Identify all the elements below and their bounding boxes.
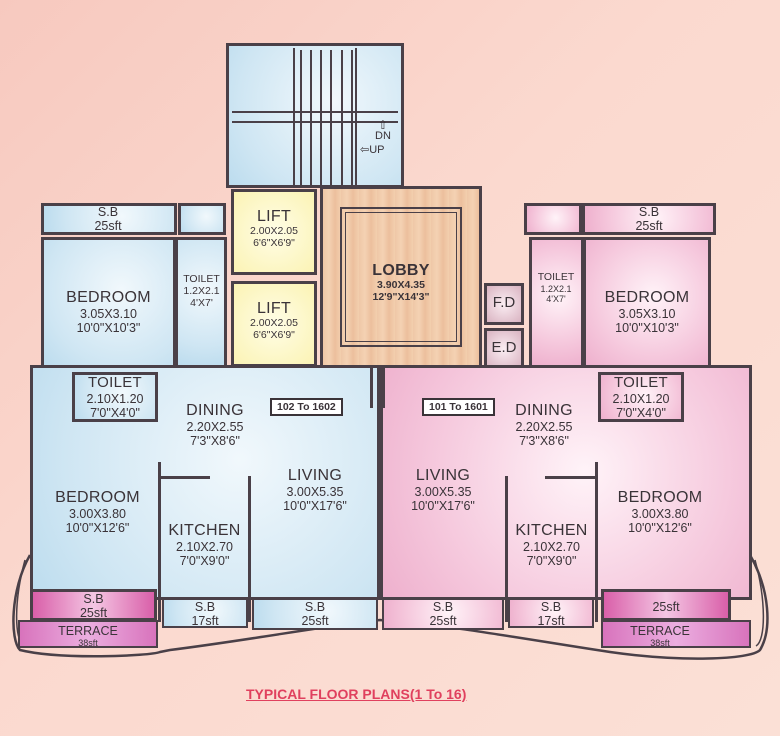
left-living-label: LIVING 3.00X5.35 10'0"X17'6" bbox=[283, 467, 347, 513]
lift-1 bbox=[231, 189, 317, 275]
left-bedroom-2-label: BEDROOM 3.00X3.80 10'0"X12'6" bbox=[55, 489, 140, 535]
left-sb-living bbox=[252, 598, 378, 630]
stair-divider bbox=[293, 48, 295, 186]
stair-landing-wall bbox=[232, 111, 398, 113]
left-kitchen-top-wall bbox=[158, 476, 210, 479]
right-toilet bbox=[598, 372, 684, 422]
stair-step bbox=[351, 50, 353, 188]
right-bedroom-1-label: BEDROOM 3.05X3.10 10'0"X10'3" bbox=[604, 289, 690, 335]
fire-duct-label: F.D bbox=[492, 294, 516, 311]
right-kitchen-top-wall bbox=[545, 476, 597, 479]
right-entrance-door bbox=[382, 368, 385, 408]
right-bedroom-2-wall bbox=[595, 462, 598, 622]
right-sb-bedroom-label: 25sft bbox=[652, 600, 680, 614]
right-bedroom-1 bbox=[583, 237, 711, 368]
right-sb-living-label: S.B 25sft bbox=[429, 600, 457, 628]
left-toilet bbox=[72, 372, 158, 422]
left-terrace bbox=[18, 620, 158, 648]
right-kitchen-left-wall bbox=[505, 476, 508, 622]
left-sb-bedroom bbox=[30, 589, 157, 621]
stair-step bbox=[330, 50, 332, 188]
left-entrance-door bbox=[370, 368, 373, 408]
up-arrow-icon: ⇧ bbox=[377, 118, 388, 132]
lobby-label: LOBBY 3.90X4.35 12'9"X14'3" bbox=[372, 262, 430, 303]
right-toilet-small-label: TOILET 1.2X2.1 4'X7' bbox=[537, 271, 575, 304]
right-sb-bedroom bbox=[601, 589, 731, 621]
right-dining-label: DINING 2.20X2.55 7'3"X8'6" bbox=[515, 402, 573, 448]
right-sb-kitchen bbox=[508, 598, 594, 628]
right-bedroom-2-label: BEDROOM 3.00X3.80 10'0"X12'6" bbox=[617, 489, 703, 535]
lift-2-label: LIFT 2.00X2.05 6'6"X6'9" bbox=[250, 300, 298, 341]
right-sb-top-small bbox=[524, 203, 582, 235]
left-bedroom-1-label: BEDROOM 3.05X3.10 10'0"X10'3" bbox=[66, 289, 151, 335]
party-wall bbox=[378, 368, 380, 598]
right-living-label: LIVING 3.00X5.35 10'0"X17'6" bbox=[411, 467, 475, 513]
stair-step bbox=[341, 50, 343, 188]
left-arrow-icon: ⇦ bbox=[360, 144, 370, 156]
left-toilet-small-label: TOILET 1.2X2.1 4'X7' bbox=[183, 273, 220, 309]
left-kitchen-label: KITCHEN 2.10X2.70 7'0"X9'0" bbox=[168, 522, 241, 568]
lobby bbox=[320, 186, 482, 370]
electric-duct-label: E.D bbox=[491, 339, 517, 356]
lobby-inner-border bbox=[340, 207, 462, 347]
stair-step bbox=[320, 50, 322, 188]
left-sb-kitchen-label: S.B 17sft bbox=[191, 600, 219, 628]
lift-1-label: LIFT 2.00X2.05 6'6"X6'9" bbox=[250, 208, 298, 249]
stair-step bbox=[310, 50, 312, 188]
right-terrace bbox=[601, 620, 751, 648]
right-sb-living bbox=[382, 598, 504, 630]
plan-title: TYPICAL FLOOR PLANS(1 To 16) bbox=[246, 686, 467, 702]
left-sb-top bbox=[41, 203, 177, 235]
stair-dn-label: ⇧ DN bbox=[375, 118, 391, 142]
left-bedroom-1 bbox=[41, 237, 176, 368]
left-terrace-label: TERRACE 38sft bbox=[58, 624, 118, 648]
left-bedroom-2-wall bbox=[158, 462, 161, 622]
left-sb-living-label: S.B 25sft bbox=[301, 600, 329, 628]
left-toilet-label: TOILET 2.10X1.20 7'0"X4'0" bbox=[86, 374, 144, 420]
left-sb-top-label: S.B 25sft bbox=[94, 205, 122, 233]
right-sb-top bbox=[582, 203, 716, 235]
left-toilet-small bbox=[176, 237, 227, 368]
right-flat-unit-tag: 101 To 1601 bbox=[422, 398, 495, 416]
right-sb-kitchen-label: S.B 17sft bbox=[537, 600, 565, 628]
right-toilet-small bbox=[529, 237, 583, 368]
stair-step bbox=[300, 50, 302, 188]
left-sb-top-small bbox=[178, 203, 226, 235]
staircase bbox=[226, 43, 404, 188]
stair-up-label: ⇦UP bbox=[360, 144, 385, 156]
stair-landing-wall bbox=[232, 121, 398, 123]
right-toilet-label: TOILET 2.10X1.20 7'0"X4'0" bbox=[612, 374, 670, 420]
left-kitchen-right-wall bbox=[248, 476, 251, 622]
right-sb-top-label: S.B 25sft bbox=[635, 205, 663, 233]
stair-divider bbox=[355, 48, 357, 186]
left-dining-label: DINING 2.20X2.55 7'3"X8'6" bbox=[186, 402, 244, 448]
right-terrace-label: TERRACE 38sft bbox=[630, 624, 690, 648]
left-sb-bedroom-label: S.B 25sft bbox=[79, 592, 108, 620]
lift-2 bbox=[231, 281, 317, 367]
fire-duct bbox=[484, 283, 524, 325]
left-sb-kitchen bbox=[162, 598, 248, 628]
right-kitchen-label: KITCHEN 2.10X2.70 7'0"X9'0" bbox=[515, 522, 588, 568]
left-flat-unit-tag: 102 To 1602 bbox=[270, 398, 343, 416]
